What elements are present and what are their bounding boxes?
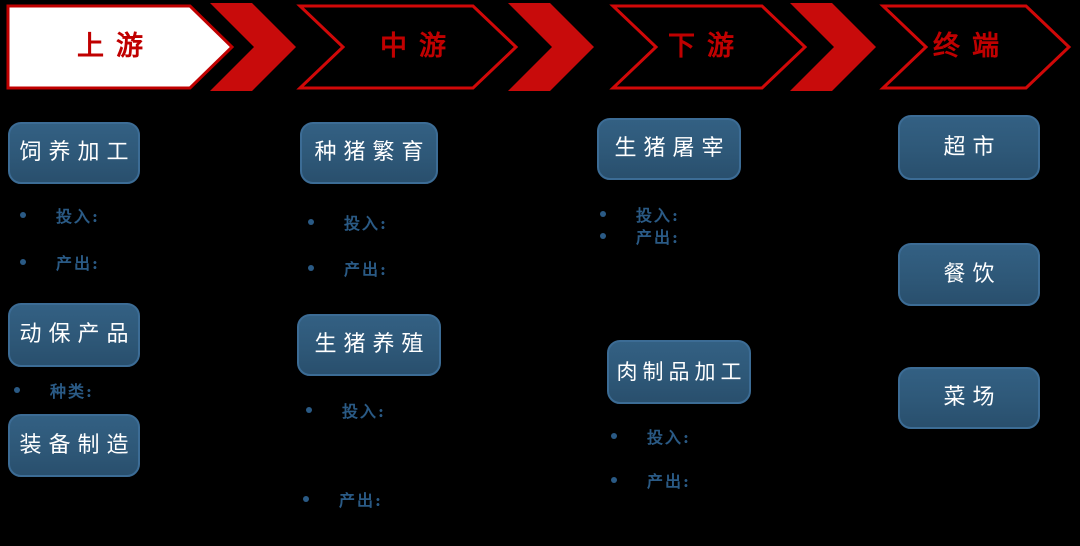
bullet-label: 投入: bbox=[342, 402, 386, 421]
bullet-dot-icon bbox=[20, 259, 26, 265]
bullet-dot-icon bbox=[600, 233, 606, 239]
bullet-dot-icon bbox=[308, 265, 314, 271]
bullet-output: 产出: bbox=[611, 470, 691, 491]
box-feeding-processing: 饲养加工 bbox=[8, 122, 140, 184]
bullet-label: 投入: bbox=[344, 214, 388, 233]
bullet-output: 产出: bbox=[600, 226, 680, 247]
bullet-dot-icon bbox=[306, 407, 312, 413]
bullet-label: 投入: bbox=[647, 428, 691, 447]
box-catering: 餐饮 bbox=[898, 243, 1040, 306]
bullet-dot-icon bbox=[308, 219, 314, 225]
bullet-output: 产出: bbox=[303, 489, 383, 510]
bullet-label: 产出: bbox=[344, 260, 388, 279]
bullet-input: 投入: bbox=[306, 400, 386, 421]
bullet-dot-icon bbox=[611, 433, 617, 439]
stage-label-downstream: 下游 bbox=[668, 31, 746, 62]
stage-arrow-downstream-shape bbox=[609, 4, 808, 90]
chevron-separator-icon bbox=[790, 3, 876, 91]
bullet-label: 产出: bbox=[636, 228, 680, 247]
bullet-input: 投入: bbox=[600, 204, 680, 225]
bullet-input: 投入: bbox=[611, 426, 691, 447]
bullet-input: 投入: bbox=[20, 205, 100, 226]
stage-arrow-terminal-shape bbox=[879, 4, 1072, 90]
box-pig-slaughter: 生猪屠宰 bbox=[597, 118, 741, 180]
bullet-label: 投入: bbox=[56, 207, 100, 226]
stage-label-terminal: 终端 bbox=[933, 31, 1011, 62]
box-wet-market: 菜场 bbox=[898, 367, 1040, 429]
bullet-label: 产出: bbox=[647, 472, 691, 491]
bullet-category: 种类: bbox=[14, 380, 94, 401]
stage-label-midstream: 中游 bbox=[380, 31, 458, 62]
chevron-separator-icon bbox=[508, 3, 594, 91]
box-equipment-manufacturing: 装备制造 bbox=[8, 414, 140, 477]
bullet-dot-icon bbox=[611, 477, 617, 483]
bullet-dot-icon bbox=[20, 212, 26, 218]
stage-arrow-midstream-shape bbox=[296, 4, 519, 90]
stage-arrow-upstream-shape bbox=[6, 4, 235, 90]
chevron-separator-icon bbox=[210, 3, 296, 91]
bullet-label: 种类: bbox=[50, 382, 94, 401]
bullet-dot-icon bbox=[303, 496, 309, 502]
box-supermarket: 超市 bbox=[898, 115, 1040, 180]
bullet-label: 产出: bbox=[339, 491, 383, 510]
bullet-dot-icon bbox=[600, 211, 606, 217]
bullet-dot-icon bbox=[14, 387, 20, 393]
stage-label-upstream: 上游 bbox=[77, 31, 155, 62]
box-breeding-pig-propagation: 种猪繁育 bbox=[300, 122, 438, 184]
box-animal-health-products: 动保产品 bbox=[8, 303, 140, 367]
box-meat-processing: 肉制品加工 bbox=[607, 340, 751, 404]
bullet-input: 投入: bbox=[308, 212, 388, 233]
bullet-output: 产出: bbox=[308, 258, 388, 279]
banner-arrows bbox=[6, 3, 1072, 91]
bullet-output: 产出: bbox=[20, 252, 100, 273]
bullet-label: 投入: bbox=[636, 206, 680, 225]
bullet-label: 产出: bbox=[56, 254, 100, 273]
box-pig-farming: 生猪养殖 bbox=[297, 314, 441, 376]
